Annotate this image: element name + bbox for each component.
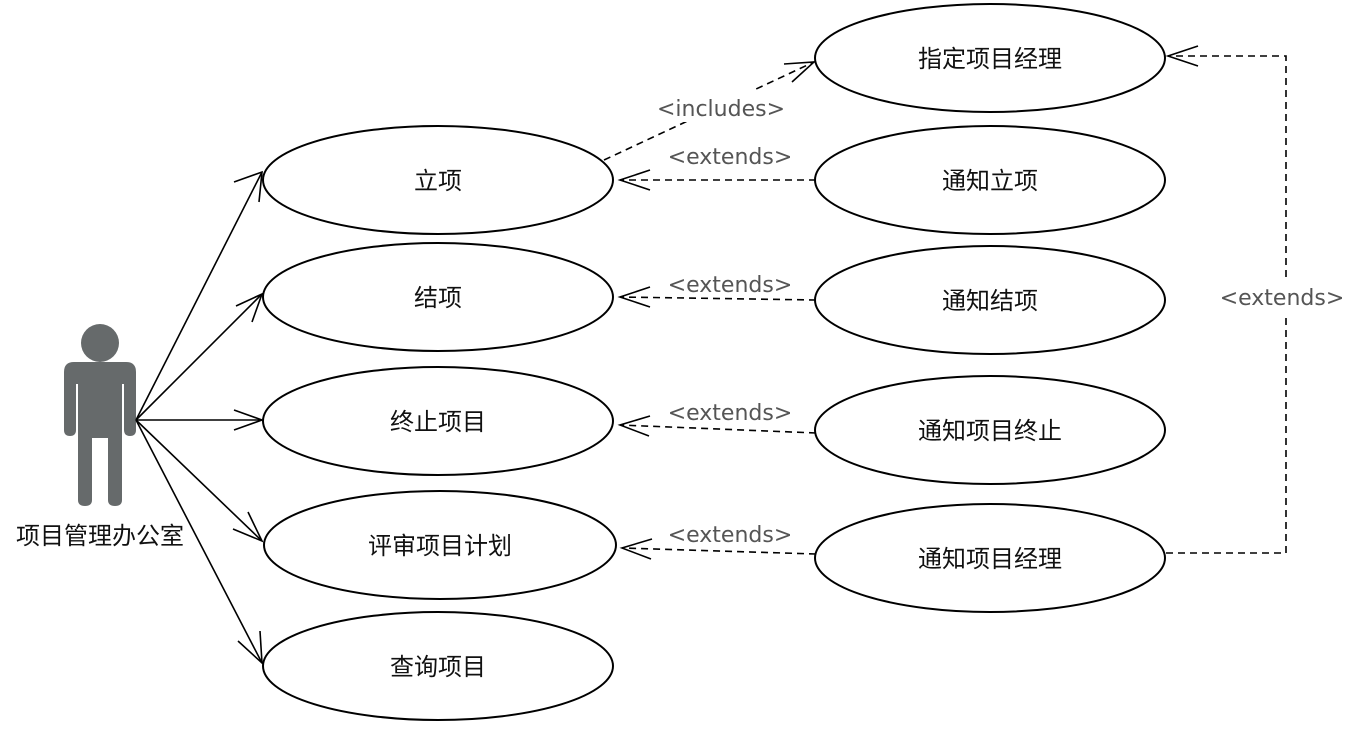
use-case-tongzhi-lixiang-ellipse xyxy=(814,125,1166,235)
arrowhead-zhongzhi xyxy=(233,409,265,431)
use-case-tongzhi-lixiang-label: 通知立项 xyxy=(942,167,1038,195)
use-case-zhiding-label: 指定项目经理 xyxy=(918,45,1062,73)
use-case-chaxun-label: 查询项目 xyxy=(390,653,486,681)
use-case-zhongzhi: 终止项目 xyxy=(262,366,614,476)
use-case-zhongzhi-label: 终止项目 xyxy=(390,408,486,436)
actor-body xyxy=(64,362,136,506)
extends-label-pingshen: <extends> xyxy=(668,523,793,548)
use-case-jiexiang-label: 结项 xyxy=(414,284,462,312)
extends-arrowhead-jiexiang xyxy=(617,286,651,308)
use-case-tongzhi-jingli: 通知项目经理 xyxy=(814,503,1166,613)
dependencies xyxy=(603,45,1287,560)
extends-line-zhongzhi xyxy=(619,424,817,434)
actor-associations xyxy=(135,170,265,665)
extends-label-zhiding-bg xyxy=(1210,282,1356,314)
use-case-tongzhi-jingli-ellipse xyxy=(814,503,1166,613)
use-case-chaxun-ellipse xyxy=(262,611,614,721)
use-case-chaxun: 查询项目 xyxy=(262,611,614,721)
association-jiexiang xyxy=(135,293,263,421)
includes-line xyxy=(603,61,815,161)
extends-label-zhiding: <extends> xyxy=(1220,286,1345,311)
extends-line-zhiding xyxy=(1166,55,1287,554)
dependency-labels: <includes> <extends> <extends> <extends>… xyxy=(648,90,1356,548)
use-case-tongzhi-jiexiang-label: 通知结项 xyxy=(942,287,1038,315)
arrowhead-chaxun xyxy=(237,630,263,665)
extends-arrowhead-pingshen xyxy=(619,538,653,560)
arrowhead-pingshen xyxy=(232,511,264,543)
use-case-pingshen-label: 评审项目计划 xyxy=(368,532,512,560)
use-case-jiexiang-ellipse xyxy=(262,242,614,352)
extends-arrowhead-zhiding xyxy=(1165,45,1199,67)
use-case-tongzhi-jingli-label: 通知项目经理 xyxy=(918,545,1062,573)
use-case-tongzhi-zhongzhi-ellipse xyxy=(814,375,1166,485)
association-pingshen xyxy=(135,419,263,542)
includes-label: <includes> xyxy=(657,97,785,122)
use-case-tongzhi-jiexiang-ellipse xyxy=(814,245,1166,355)
use-case-lixiang-ellipse xyxy=(262,125,614,235)
use-case-pingshen: 评审项目计划 xyxy=(263,490,617,600)
arrowhead-jiexiang xyxy=(235,292,264,323)
use-case-tongzhi-jiexiang: 通知结项 xyxy=(814,245,1166,355)
extends-label-zhongzhi: <extends> xyxy=(668,401,793,426)
extends-line-jiexiang xyxy=(619,296,817,301)
actor-label: 项目管理办公室 xyxy=(16,522,184,550)
use-case-tongzhi-zhongzhi: 通知项目终止 xyxy=(814,375,1166,485)
use-case-lixiang: 立项 xyxy=(262,125,614,235)
use-case-zhongzhi-ellipse xyxy=(262,366,614,476)
includes-label-bg xyxy=(648,90,794,122)
includes-arrowhead xyxy=(783,61,817,83)
actor-head xyxy=(81,324,119,362)
extends-label-jiexiang: <extends> xyxy=(668,273,793,298)
association-lixiang xyxy=(135,171,263,421)
extends-line-pingshen xyxy=(621,547,817,555)
extends-arrowhead-lixiang xyxy=(617,169,651,191)
use-case-tongzhi-lixiang: 通知立项 xyxy=(814,125,1166,235)
use-case-zhiding-ellipse xyxy=(814,3,1166,113)
use-case-zhiding: 指定项目经理 xyxy=(814,3,1166,113)
actor-figure xyxy=(64,324,136,506)
use-case-tongzhi-zhongzhi-label: 通知项目终止 xyxy=(918,417,1062,445)
use-case-lixiang-label: 立项 xyxy=(414,167,462,195)
use-case-jiexiang: 结项 xyxy=(262,242,614,352)
extends-label-lixiang: <extends> xyxy=(668,145,793,170)
use-case-pingshen-ellipse xyxy=(263,490,617,600)
extends-arrowhead-zhongzhi xyxy=(617,415,651,437)
association-chaxun xyxy=(135,419,263,664)
arrowhead-lixiang xyxy=(233,170,263,203)
